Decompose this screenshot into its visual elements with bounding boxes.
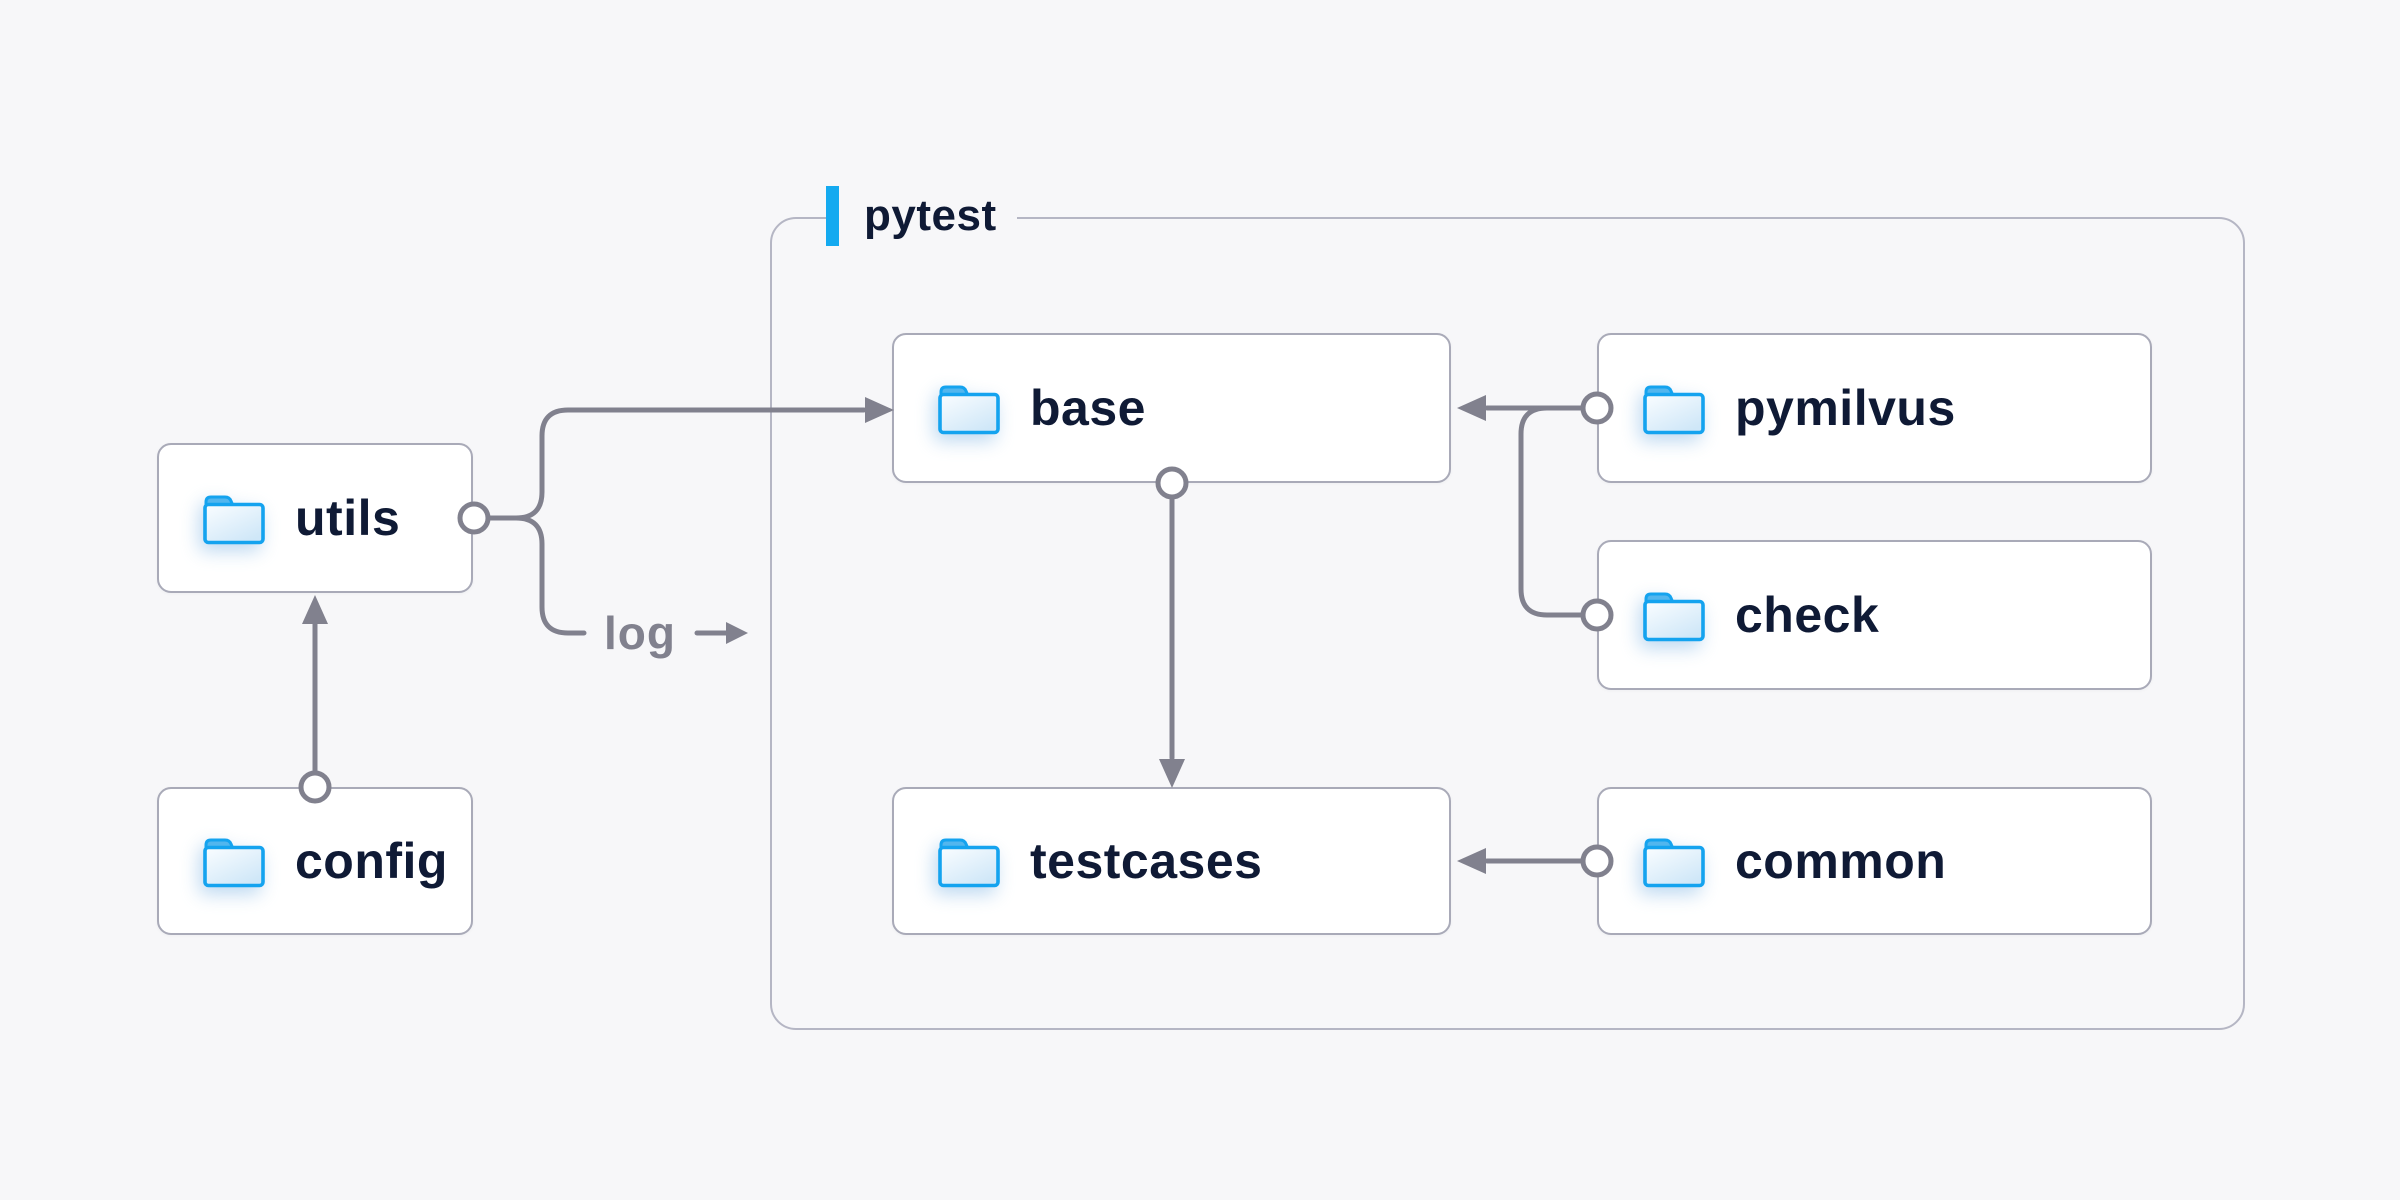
folder-icon xyxy=(1641,379,1707,437)
node-label: common xyxy=(1735,833,1947,889)
node-label: utils xyxy=(295,490,401,546)
node-common: common xyxy=(1597,787,2152,935)
node-label: base xyxy=(1030,380,1146,436)
accent-bar xyxy=(826,186,839,246)
edge-config-to-utils xyxy=(298,595,332,804)
node-label: testcases xyxy=(1030,833,1263,889)
node-testcases: testcases xyxy=(892,787,1451,935)
folder-icon xyxy=(201,832,267,890)
arrow-right-icon xyxy=(694,622,748,644)
node-label: check xyxy=(1735,587,1880,643)
pytest-group-container xyxy=(770,217,2245,1030)
node-label: pymilvus xyxy=(1735,380,1956,436)
arrow-head xyxy=(302,595,328,624)
node-utils: utils xyxy=(157,443,473,593)
log-edge-label: log xyxy=(604,603,748,663)
node-config: config xyxy=(157,787,473,935)
pytest-group-label-text: pytest xyxy=(864,191,997,240)
folder-icon xyxy=(936,832,1002,890)
folder-icon xyxy=(1641,832,1707,890)
node-base: base xyxy=(892,333,1451,483)
log-edge-label-text: log xyxy=(604,607,676,659)
folder-icon xyxy=(1641,586,1707,644)
edge-utils-to-log xyxy=(513,515,587,636)
node-pymilvus: pymilvus xyxy=(1597,333,2152,483)
folder-icon xyxy=(201,489,267,547)
node-label: config xyxy=(295,833,448,889)
node-check: check xyxy=(1597,540,2152,690)
pytest-group-label: pytest xyxy=(826,184,1017,248)
folder-icon xyxy=(936,379,1002,437)
